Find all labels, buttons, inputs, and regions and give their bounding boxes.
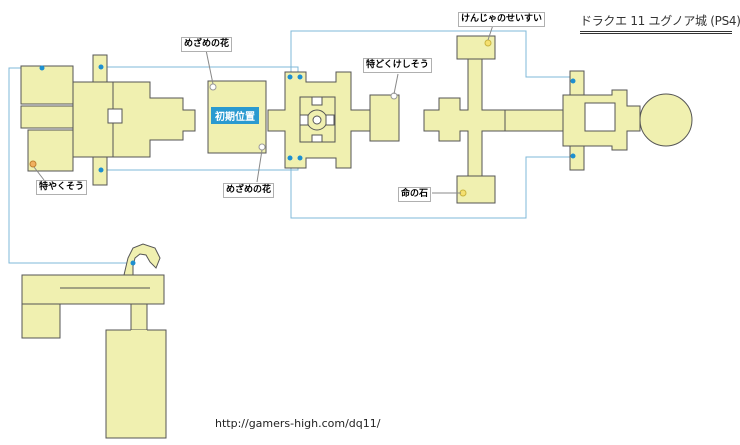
connection-lines <box>8 30 573 264</box>
item-icon <box>484 39 492 47</box>
stair-icon <box>39 65 45 71</box>
stair-icon <box>287 155 293 161</box>
footer-url: http://gamers-high.com/dq11/ <box>215 417 381 430</box>
label-inochi: 命の石 <box>398 187 432 202</box>
map-title: ドラクエ 11 ユグノア城 (PS4) <box>580 12 740 34</box>
start-position-label: 初期位置 <box>211 107 259 124</box>
stair-icon <box>98 167 104 173</box>
label-mezame-bottom: めざめの花 <box>223 183 275 198</box>
stair-icon <box>98 64 104 70</box>
stair-icon <box>297 155 303 161</box>
item-icon <box>29 160 37 168</box>
stair-icon <box>287 74 293 80</box>
label-mezame-top: めざめの花 <box>181 37 233 52</box>
stair-icon <box>130 260 136 266</box>
stair-icon <box>570 78 576 84</box>
floor-tiles <box>20 35 693 439</box>
label-tokudoku: 特どくけしそう <box>363 58 432 73</box>
label-kenja: けんじゃのせいすい <box>458 12 546 27</box>
stair-markers <box>39 64 576 266</box>
item-icon <box>258 143 266 151</box>
label-tokuyaku: 特やくそう <box>36 180 88 195</box>
label-leaders <box>33 24 494 194</box>
item-icon <box>209 83 217 91</box>
stair-icon <box>297 74 303 80</box>
stair-icon <box>570 153 576 159</box>
